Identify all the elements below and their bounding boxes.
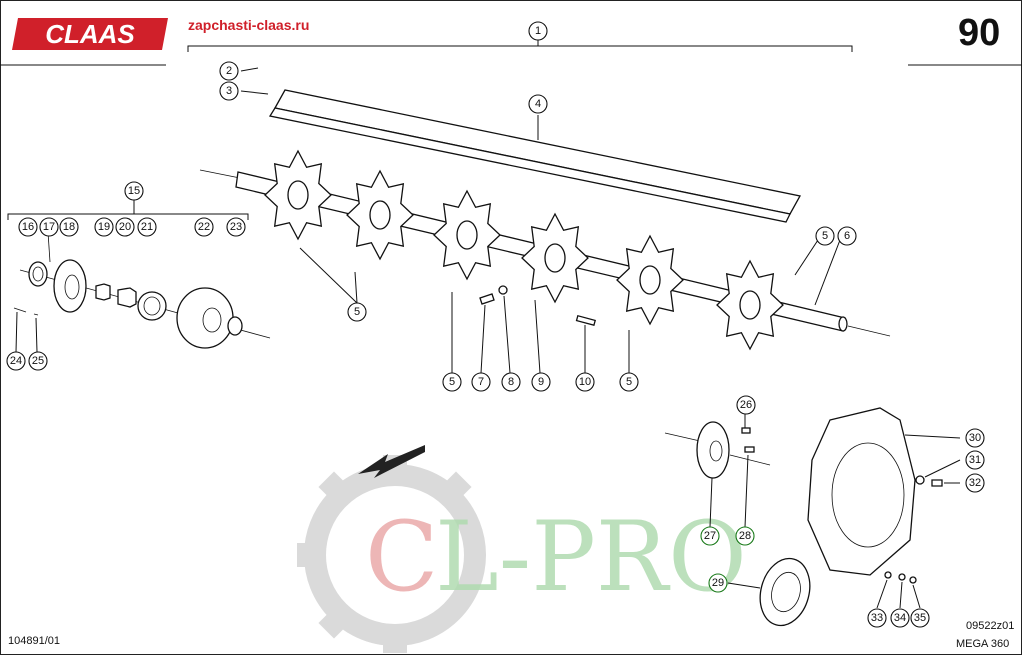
callout-label: 6 xyxy=(844,230,850,242)
document-number: 104891/01 xyxy=(8,635,60,647)
callout-part-4: 4 xyxy=(528,94,548,114)
callout-label: 20 xyxy=(119,221,131,233)
direction-arrow-icon xyxy=(358,445,425,478)
callout-label: 27 xyxy=(704,530,716,542)
callout-label: 4 xyxy=(535,98,541,110)
callout-label: 10 xyxy=(579,376,591,388)
callout-part-6: 6 xyxy=(837,226,857,246)
watermark-gear-icon xyxy=(297,455,486,653)
callout-label: 1 xyxy=(535,25,541,37)
bearing-assembly-left xyxy=(13,231,271,349)
callout-label: 35 xyxy=(914,612,926,624)
callout-part-31: 31 xyxy=(965,450,985,470)
callout-part-32: 32 xyxy=(965,473,985,493)
callout-part-5b: 5 xyxy=(442,372,462,392)
callout-part-35: 35 xyxy=(910,608,930,628)
callout-label: 5 xyxy=(626,376,632,388)
callout-label: 5 xyxy=(449,376,455,388)
callout-part-2: 2 xyxy=(219,61,239,81)
callout-label: 30 xyxy=(969,432,981,444)
callout-part-19: 19 xyxy=(94,217,114,237)
site-url[interactable]: zapchasti-claas.ru xyxy=(188,17,310,33)
brand-text: CLAAS xyxy=(45,19,135,49)
callout-label: 17 xyxy=(43,221,55,233)
callout-label: 23 xyxy=(230,221,242,233)
callout-label: 22 xyxy=(198,221,210,233)
callout-part-30: 30 xyxy=(965,428,985,448)
callout-label: 9 xyxy=(538,376,544,388)
callout-part-15: 15 xyxy=(124,181,144,201)
callout-label: 5 xyxy=(822,230,828,242)
small-hardware xyxy=(479,285,597,327)
callout-part-8: 8 xyxy=(501,372,521,392)
callout-part-27: 27 xyxy=(700,526,720,546)
callout-label: 3 xyxy=(226,85,232,97)
callout-label: 2 xyxy=(226,65,232,77)
watermark-rest: L-PRO xyxy=(435,501,747,613)
star-wheel-hub xyxy=(456,220,478,250)
callout-part-5a: 5 xyxy=(347,302,367,322)
star-wheel-hub xyxy=(739,290,761,320)
callout-part-16: 16 xyxy=(18,217,38,237)
callout-label: 29 xyxy=(712,577,724,589)
callout-label: 34 xyxy=(894,612,906,624)
star-wheel-hub xyxy=(639,265,661,295)
callout-label: 26 xyxy=(740,399,752,411)
callout-part-26: 26 xyxy=(736,395,756,415)
callout-label: 25 xyxy=(32,355,44,367)
callout-part-3: 3 xyxy=(219,81,239,101)
star-wheel-hub xyxy=(544,243,566,273)
star-wheels xyxy=(264,149,784,351)
callout-part-21: 21 xyxy=(137,217,157,237)
callout-part-5d: 5 xyxy=(815,226,835,246)
star-wheel-hub xyxy=(369,200,391,230)
star-wheel-hub xyxy=(287,180,309,210)
callout-label: 8 xyxy=(508,376,514,388)
callout-label: 24 xyxy=(10,355,22,367)
callout-label: 19 xyxy=(98,221,110,233)
callout-part-34: 34 xyxy=(890,608,910,628)
callout-part-17: 17 xyxy=(39,217,59,237)
callout-part-33: 33 xyxy=(867,608,887,628)
figure-code: 09522z01 xyxy=(966,620,1015,632)
callout-part-25: 25 xyxy=(28,351,48,371)
model-name: MEGA 360 xyxy=(956,638,1010,650)
callout-label: 16 xyxy=(22,221,34,233)
callout-part-5c: 5 xyxy=(619,372,639,392)
callout-label: 5 xyxy=(354,306,360,318)
trough-part xyxy=(268,89,801,223)
callout-label: 31 xyxy=(969,454,981,466)
claas-logo: CLAAS xyxy=(12,18,168,50)
callout-part-1: 1 xyxy=(528,21,548,41)
callout-part-10: 10 xyxy=(575,372,595,392)
page-number: 90 xyxy=(958,12,1001,54)
callout-part-29: 29 xyxy=(708,573,728,593)
callout-part-24: 24 xyxy=(6,351,26,371)
callout-part-23: 23 xyxy=(226,217,246,237)
right-assembly xyxy=(664,407,943,627)
callout-part-28: 28 xyxy=(735,526,755,546)
callout-label: 15 xyxy=(128,185,140,197)
callout-label: 32 xyxy=(969,477,981,489)
callout-part-7: 7 xyxy=(471,372,491,392)
callout-part-22: 22 xyxy=(194,217,214,237)
callout-label: 28 xyxy=(739,530,751,542)
watermark: C L-PRO xyxy=(297,455,747,653)
callout-part-18: 18 xyxy=(59,217,79,237)
callout-part-9: 9 xyxy=(531,372,551,392)
callout-label: 7 xyxy=(478,376,484,388)
callout-label: 21 xyxy=(141,221,153,233)
callout-label: 33 xyxy=(871,612,883,624)
callout-part-20: 20 xyxy=(115,217,135,237)
leader-lines xyxy=(7,67,961,609)
callout-label: 18 xyxy=(63,221,75,233)
watermark-c: C xyxy=(365,501,438,613)
